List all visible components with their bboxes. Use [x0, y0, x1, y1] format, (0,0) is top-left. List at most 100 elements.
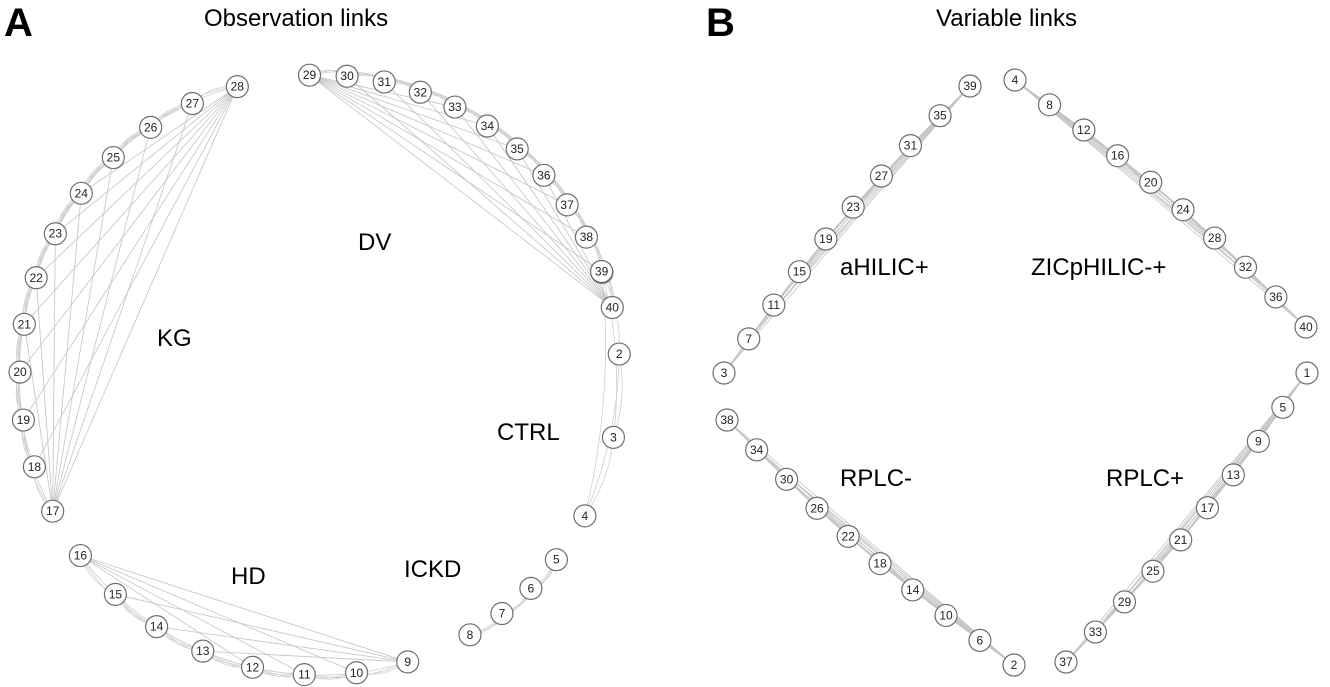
panel-a-letter: A: [4, 1, 33, 45]
node-circle: [1203, 226, 1227, 250]
node-circle: [934, 603, 958, 628]
edge-arc: [384, 81, 488, 127]
node-b-40: 40: [1294, 315, 1318, 339]
node-label: 13: [196, 644, 210, 658]
node-circle: [41, 499, 65, 523]
node-circle: [1106, 144, 1130, 168]
group-label-kg: KG: [157, 325, 192, 352]
node-label: 16: [1111, 149, 1125, 163]
edge-arc: [54, 127, 151, 234]
node-a-11: 11: [292, 662, 316, 687]
node-circle: [532, 163, 556, 187]
edge-link: [34, 86, 238, 467]
edge-link: [346, 75, 613, 308]
node-circle: [103, 582, 128, 607]
node-circle: [600, 295, 624, 320]
node-circle: [1002, 653, 1026, 677]
node-circle: [1169, 528, 1193, 552]
node-label: 6: [977, 633, 984, 647]
node-a-29: 29: [297, 63, 322, 87]
node-label: 40: [1299, 320, 1313, 334]
node-circle: [1003, 68, 1027, 92]
node-a-14: 14: [145, 615, 169, 639]
edge-link: [52, 157, 114, 512]
node-a-23: 23: [43, 222, 67, 246]
node-label: 23: [847, 200, 861, 214]
edge-arc: [469, 559, 557, 636]
node-label: 21: [18, 317, 32, 331]
node-label: 2: [616, 347, 623, 361]
node-label: 15: [109, 587, 123, 601]
node-a-2: 2: [607, 342, 631, 366]
node-circle: [191, 639, 215, 663]
node-a-22: 22: [24, 266, 48, 290]
node-circle: [805, 496, 829, 520]
edge-link: [23, 86, 238, 421]
node-label: 22: [30, 271, 44, 285]
node-label: 36: [537, 168, 551, 182]
node-b-1: 1: [1295, 361, 1319, 385]
node-circle: [574, 225, 599, 249]
node-circle: [43, 222, 67, 246]
node-label: 26: [810, 501, 824, 515]
node-a-5: 5: [544, 548, 569, 572]
edge-link: [52, 103, 193, 512]
node-label: 3: [610, 430, 617, 444]
node-label: 30: [340, 69, 354, 83]
edge-link: [1014, 79, 1307, 328]
edge-link: [726, 419, 1015, 666]
edge-arc: [156, 626, 305, 675]
node-circle: [1246, 429, 1270, 453]
node-circle: [1112, 590, 1137, 614]
node-circle: [8, 360, 32, 384]
node-circle: [68, 543, 93, 568]
edge-link: [383, 81, 613, 308]
node-b-20: 20: [1139, 170, 1163, 194]
node-b-34: 34: [745, 438, 769, 462]
node-label: 28: [1208, 231, 1222, 245]
node-a-35: 35: [505, 137, 529, 161]
node-label: 27: [186, 97, 200, 111]
node-b-10: 10: [934, 603, 958, 628]
node-a-15: 15: [103, 582, 128, 607]
panel-a-title: Observation links: [204, 5, 388, 32]
node-label: 10: [350, 666, 364, 680]
node-b-31: 31: [898, 133, 923, 158]
node-label: 24: [75, 186, 89, 200]
node-circle: [1233, 255, 1258, 279]
node-b-11: 11: [762, 293, 786, 317]
node-circle: [24, 266, 48, 290]
edge-link: [309, 74, 602, 272]
node-circle: [762, 293, 786, 317]
node-label: 38: [580, 230, 594, 244]
node-b-29: 29: [1112, 590, 1137, 614]
node-label: 7: [745, 332, 752, 346]
node-b-36: 36: [1264, 285, 1288, 309]
node-circle: [180, 91, 204, 116]
node-label: 35: [933, 109, 947, 123]
edge-link: [81, 86, 238, 194]
node-circle: [968, 628, 992, 652]
node-label: 15: [793, 265, 807, 279]
node-circle: [712, 361, 736, 385]
node-label: 4: [1012, 73, 1019, 87]
node-b-16: 16: [1106, 144, 1130, 168]
node-circle: [372, 70, 396, 94]
edge-link: [309, 74, 568, 206]
edge-link: [202, 650, 408, 663]
node-label: 5: [1280, 400, 1287, 414]
node-a-25: 25: [101, 145, 125, 170]
edge-link: [80, 555, 357, 674]
edge-arc: [35, 157, 114, 278]
node-circle: [225, 75, 249, 99]
node-a-39: 39: [589, 259, 614, 284]
node-circle: [1171, 198, 1195, 222]
node-circle: [292, 662, 316, 687]
node-label: 19: [819, 232, 833, 246]
node-label: 12: [246, 660, 260, 674]
node-label: 10: [939, 608, 953, 622]
node-circle: [101, 145, 125, 170]
group-label-rplc-plus: RPLC+: [1106, 465, 1184, 492]
node-a-37: 37: [555, 193, 579, 217]
node-a-4: 4: [573, 504, 597, 528]
